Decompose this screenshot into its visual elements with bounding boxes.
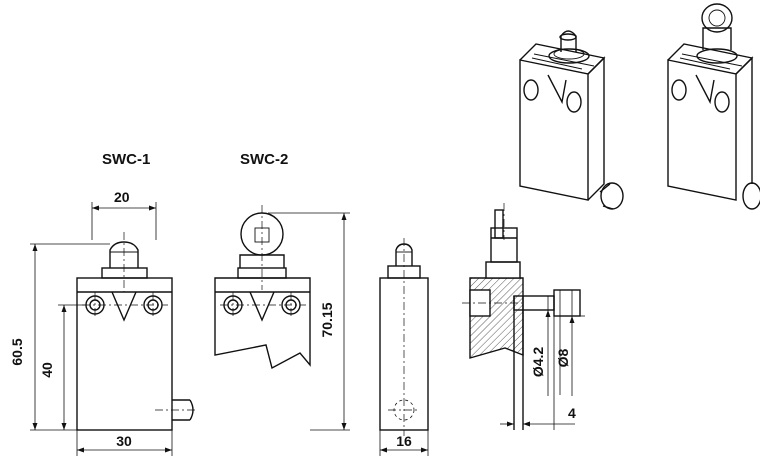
dim-depth: 16 bbox=[396, 433, 412, 449]
front-view-swc1 bbox=[76, 232, 198, 431]
dims-swc2 bbox=[268, 212, 350, 431]
dim-height-lower: 40 bbox=[39, 362, 55, 378]
model-label-swc1: SWC-1 bbox=[102, 151, 150, 168]
dims-section bbox=[500, 290, 575, 427]
dim-height-total: 60.5 bbox=[9, 338, 25, 365]
dims-swc1 bbox=[30, 202, 173, 456]
dim-dia-inner: Ø4.2 bbox=[530, 347, 546, 378]
side-view bbox=[379, 238, 429, 456]
iso-view-swc1 bbox=[519, 30, 624, 210]
dim-dia-outer: Ø8 bbox=[555, 348, 571, 367]
dim-width-top: 20 bbox=[114, 189, 130, 205]
front-view-swc2 bbox=[214, 205, 311, 370]
iso-view-swc2 bbox=[667, 3, 760, 210]
dim-height-swc2: 70.15 bbox=[319, 302, 335, 337]
dim-offset: 4 bbox=[568, 405, 576, 421]
dim-width-bottom: 30 bbox=[116, 433, 132, 449]
section-view bbox=[462, 203, 585, 430]
model-label-swc2: SWC-2 bbox=[240, 151, 288, 168]
